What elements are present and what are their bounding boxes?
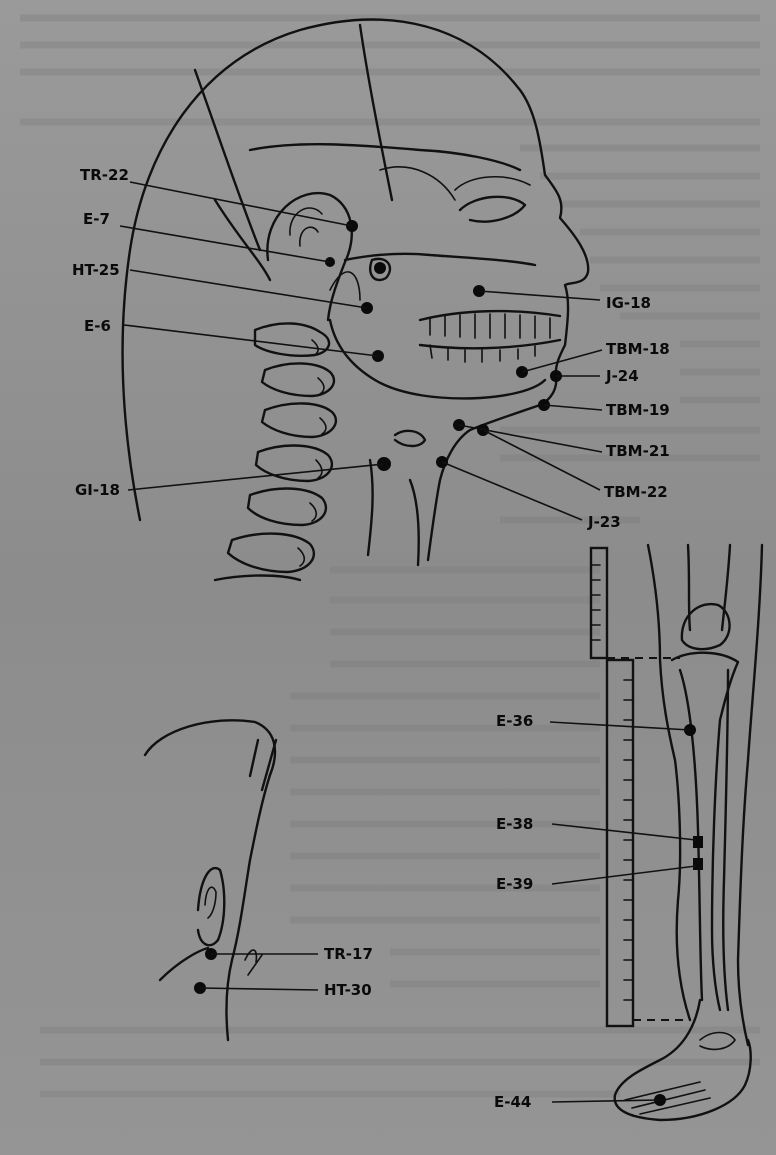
label-ht25: HT-25	[72, 261, 120, 279]
label-tbm19: TBM-19	[606, 401, 670, 419]
ear-points	[194, 948, 217, 994]
label-e39: E-39	[496, 875, 533, 893]
label-ht30: HT-30	[324, 981, 372, 999]
label-tbm18: TBM-18	[606, 340, 670, 358]
label-e36: E-36	[496, 712, 533, 730]
ear-head-drawing	[145, 720, 276, 1040]
label-e6: E-6	[84, 317, 111, 335]
label-tbm21: TBM-21	[606, 442, 670, 460]
leg-leader-lines	[550, 722, 696, 1102]
label-e38: E-38	[496, 815, 533, 833]
label-j24: J-24	[605, 367, 639, 385]
point-e39	[693, 858, 703, 870]
leg-drawing	[591, 545, 762, 1120]
label-ig18: IG-18	[606, 294, 651, 312]
point-e7-b	[374, 262, 386, 274]
label-e44: E-44	[494, 1093, 531, 1111]
cervical-spine-drawing	[215, 323, 336, 580]
label-tr22: TR-22	[80, 166, 129, 184]
label-gi18: GI-18	[75, 481, 120, 499]
label-e7: E-7	[83, 210, 110, 228]
label-j23: J-23	[587, 513, 621, 531]
point-e38	[693, 836, 703, 848]
leg-labels: E-36 E-38 E-39 E-44	[494, 712, 533, 1111]
ear-labels: TR-17 HT-30	[324, 945, 373, 999]
label-tr17: TR-17	[324, 945, 373, 963]
head-leader-lines	[120, 182, 602, 520]
label-tbm22: TBM-22	[604, 483, 668, 501]
